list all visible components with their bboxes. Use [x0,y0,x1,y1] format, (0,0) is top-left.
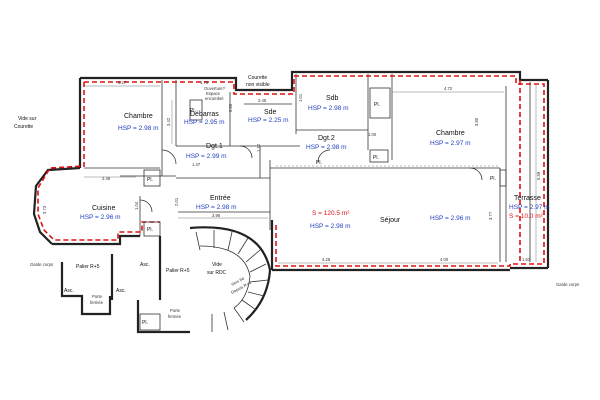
placard-label: Pl. [147,177,153,183]
terrasse-hsp: HSP = 2.97 m [509,204,550,211]
partitions [84,74,531,262]
cuisine-name: Cuisine [92,205,115,212]
sejour-surface: S = 120.5 m² [312,210,350,217]
garde-corps-left-label: Garde corps [30,262,53,267]
terrasse-surface: S = 10.0 m² [509,213,544,220]
palier-left-label: Palier R+5 [76,264,100,270]
chambre-1-hsp: HSP = 2.98 m [118,125,159,132]
chambre-1-name: Chambre [124,113,153,120]
dimension-label: 1.47 [192,162,201,167]
debarras-note-1: Ouverture? [204,86,226,91]
dimension-label: 4.72 [444,86,453,91]
vide-courette-label-2: Courette [14,124,33,130]
dimension-label: 0.80 [228,103,233,112]
chambre-2-hsp: HSP = 2.97 m [430,140,471,147]
asc-right-label: Asc. [116,288,126,294]
vide-courette-label-1: Vide sur [18,116,37,122]
debarras-name: Débarras [190,111,219,118]
entree-hsp: HSP = 2.98 m [196,204,237,211]
dimension-label: 2.49 [102,176,111,181]
dimension-label: 5.59 [536,171,541,180]
dimension-label: 3.42 [166,117,171,126]
terrasse-name: Terrasse [514,195,541,202]
chambre-2-name: Chambre [436,130,465,137]
sdb-hsp: HSP = 2.98 m [308,105,349,112]
debarras-note-3: encombré [205,96,224,101]
dimension-label: 1.12 [256,143,261,152]
porte-1-line-1: Porte [92,294,103,299]
placard-label: Pl. [374,102,380,108]
dimension-label: 1.73 [200,80,209,85]
dimension-label: 1.01 [298,93,303,102]
dimension-label: 3.96 [212,213,221,218]
dimension-label: 2.01 [174,197,179,206]
vide-rdc-line-2: sur RDC [207,270,227,276]
dimension-label: 1.04 [134,201,139,210]
porte-1-line-2: fermée [90,300,104,305]
dimension-label: 1.63 [522,257,531,262]
dgt-2-hsp: HSP = 2.98 m [306,144,347,151]
dgt-2-name: Dgt.2 [318,135,335,142]
sde-name: Sde [264,109,277,116]
porte-2-line-2: fermée [168,314,182,319]
dgt-1-name: Dgt.1 [206,143,223,150]
dimension-lines [84,84,537,264]
palier-right-label: Palier R+5 [166,268,190,274]
dimension-label: 3.73 [42,205,47,214]
asc-mid-label: Asc. [140,262,150,268]
dimension-label: 4.00 [440,257,449,262]
debarras-hsp: HSP = 2.95 m [184,119,225,126]
sdb-name: Sdb [326,95,339,102]
stairs-label-1: Vers 6è [230,275,245,286]
courette-label-2: non visible [246,82,270,88]
placard-label: Pl. [490,176,496,182]
courette-label-1: Courette [248,75,267,81]
dimension-label: 1.00 [368,132,377,137]
dimension-label: 3.80 [474,117,479,126]
placard-label: Pl. [147,227,153,233]
garde-corps-right-label: Garde corps [556,282,579,287]
porte-2-line-1: Porte [170,308,181,313]
placard-label: Pl. [316,160,322,166]
placard-label: Pl. [142,320,148,326]
walls [32,70,550,334]
placard-label: Pl. [373,155,379,161]
dgt-1-hsp: HSP = 2.99 m [186,153,227,160]
dimension-label: 4.28 [322,257,331,262]
sde-hsp: HSP = 2.25 m [248,117,289,124]
entree-name: Entrée [210,195,231,202]
dimension-label: 3.77 [488,211,493,220]
placard-label: Pl. [190,108,196,114]
sejour-hsp: HSP = 2.96 m [430,215,471,222]
asc-left-label: Asc. [64,288,74,294]
surface-perimeter [37,75,545,267]
dimension-label: 2.45 [258,98,267,103]
staircase [195,230,269,332]
dimension-label: 3.27 [118,80,127,85]
debarras-note-2: Espace [206,91,221,96]
sejour-name: Séjour [380,217,401,224]
sejour-hsp-2: HSP = 2.98 m [310,223,351,230]
vide-rdc-line-1: Vide [212,262,222,268]
cuisine-hsp: HSP = 2.96 m [80,214,121,221]
placard-boxes [139,87,507,331]
